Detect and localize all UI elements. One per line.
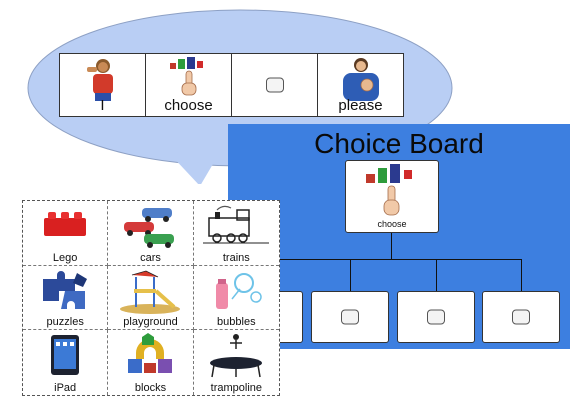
choice-cars[interactable]: cars: [108, 201, 194, 266]
playground-icon: [120, 270, 181, 314]
placeholder-icon: [512, 309, 530, 325]
lego-brick-icon: [44, 212, 87, 236]
bubbles-icon: [216, 272, 263, 309]
choice-label: Lego: [52, 251, 78, 264]
choice-label: trains: [222, 251, 250, 264]
placeholder-icon: [341, 309, 359, 325]
placeholder-icon: [265, 77, 284, 93]
blocks-icon: [128, 333, 173, 374]
train-icon: [203, 205, 270, 244]
choice-label: cars: [140, 251, 161, 264]
placeholder-icon: [427, 309, 445, 325]
connector-line: [391, 233, 392, 259]
choice-slot-3[interactable]: [397, 291, 475, 343]
connector-line: [436, 259, 437, 291]
cars-icon: [124, 208, 175, 248]
choice-label: blocks: [134, 381, 167, 394]
choices-grid: Lego cars trains puzz: [22, 200, 280, 396]
choice-label: trampoline: [210, 381, 262, 394]
strip-label: please: [338, 97, 383, 114]
choose-card[interactable]: choose: [345, 160, 439, 233]
choice-playground[interactable]: playground: [108, 265, 194, 331]
strip-cell-please[interactable]: please: [318, 54, 403, 116]
please-sign-icon: [342, 58, 379, 101]
page-title: Choice Board: [314, 128, 484, 159]
connector-line: [350, 259, 351, 291]
puzzle-pieces-icon: [43, 270, 88, 309]
choice-blocks[interactable]: blocks: [108, 330, 194, 395]
choice-slot-4[interactable]: [482, 291, 560, 343]
connector-line: [521, 259, 522, 291]
sentence-strip: I choose please: [59, 53, 404, 117]
strip-cell-choose[interactable]: choose: [146, 54, 232, 116]
card-label: choose: [377, 219, 407, 229]
person-pointing-self-icon: [86, 59, 113, 101]
choice-trains[interactable]: trains: [193, 201, 279, 266]
choice-puzzles[interactable]: puzzles: [23, 265, 109, 331]
choice-label: playground: [123, 316, 178, 329]
choose-pointing-icon: [169, 57, 203, 96]
choice-trampoline[interactable]: trampoline: [194, 330, 279, 395]
choice-bubbles[interactable]: bubbles: [193, 266, 279, 331]
choice-slot-2[interactable]: [311, 291, 389, 343]
choice-label: iPad: [54, 381, 77, 394]
ipad-icon: [51, 335, 80, 376]
strip-label: choose: [164, 97, 213, 114]
choice-lego[interactable]: Lego: [23, 201, 109, 266]
choice-label: bubbles: [217, 316, 256, 329]
strip-cell-i[interactable]: I: [60, 54, 146, 116]
choice-label: puzzles: [46, 316, 84, 329]
choose-pointing-icon: [366, 164, 412, 216]
connector-line: [264, 259, 522, 260]
choice-ipad[interactable]: iPad: [23, 330, 109, 395]
trampoline-icon: [210, 334, 263, 378]
strip-cell-empty[interactable]: [232, 54, 318, 116]
strip-label: I: [100, 97, 105, 114]
